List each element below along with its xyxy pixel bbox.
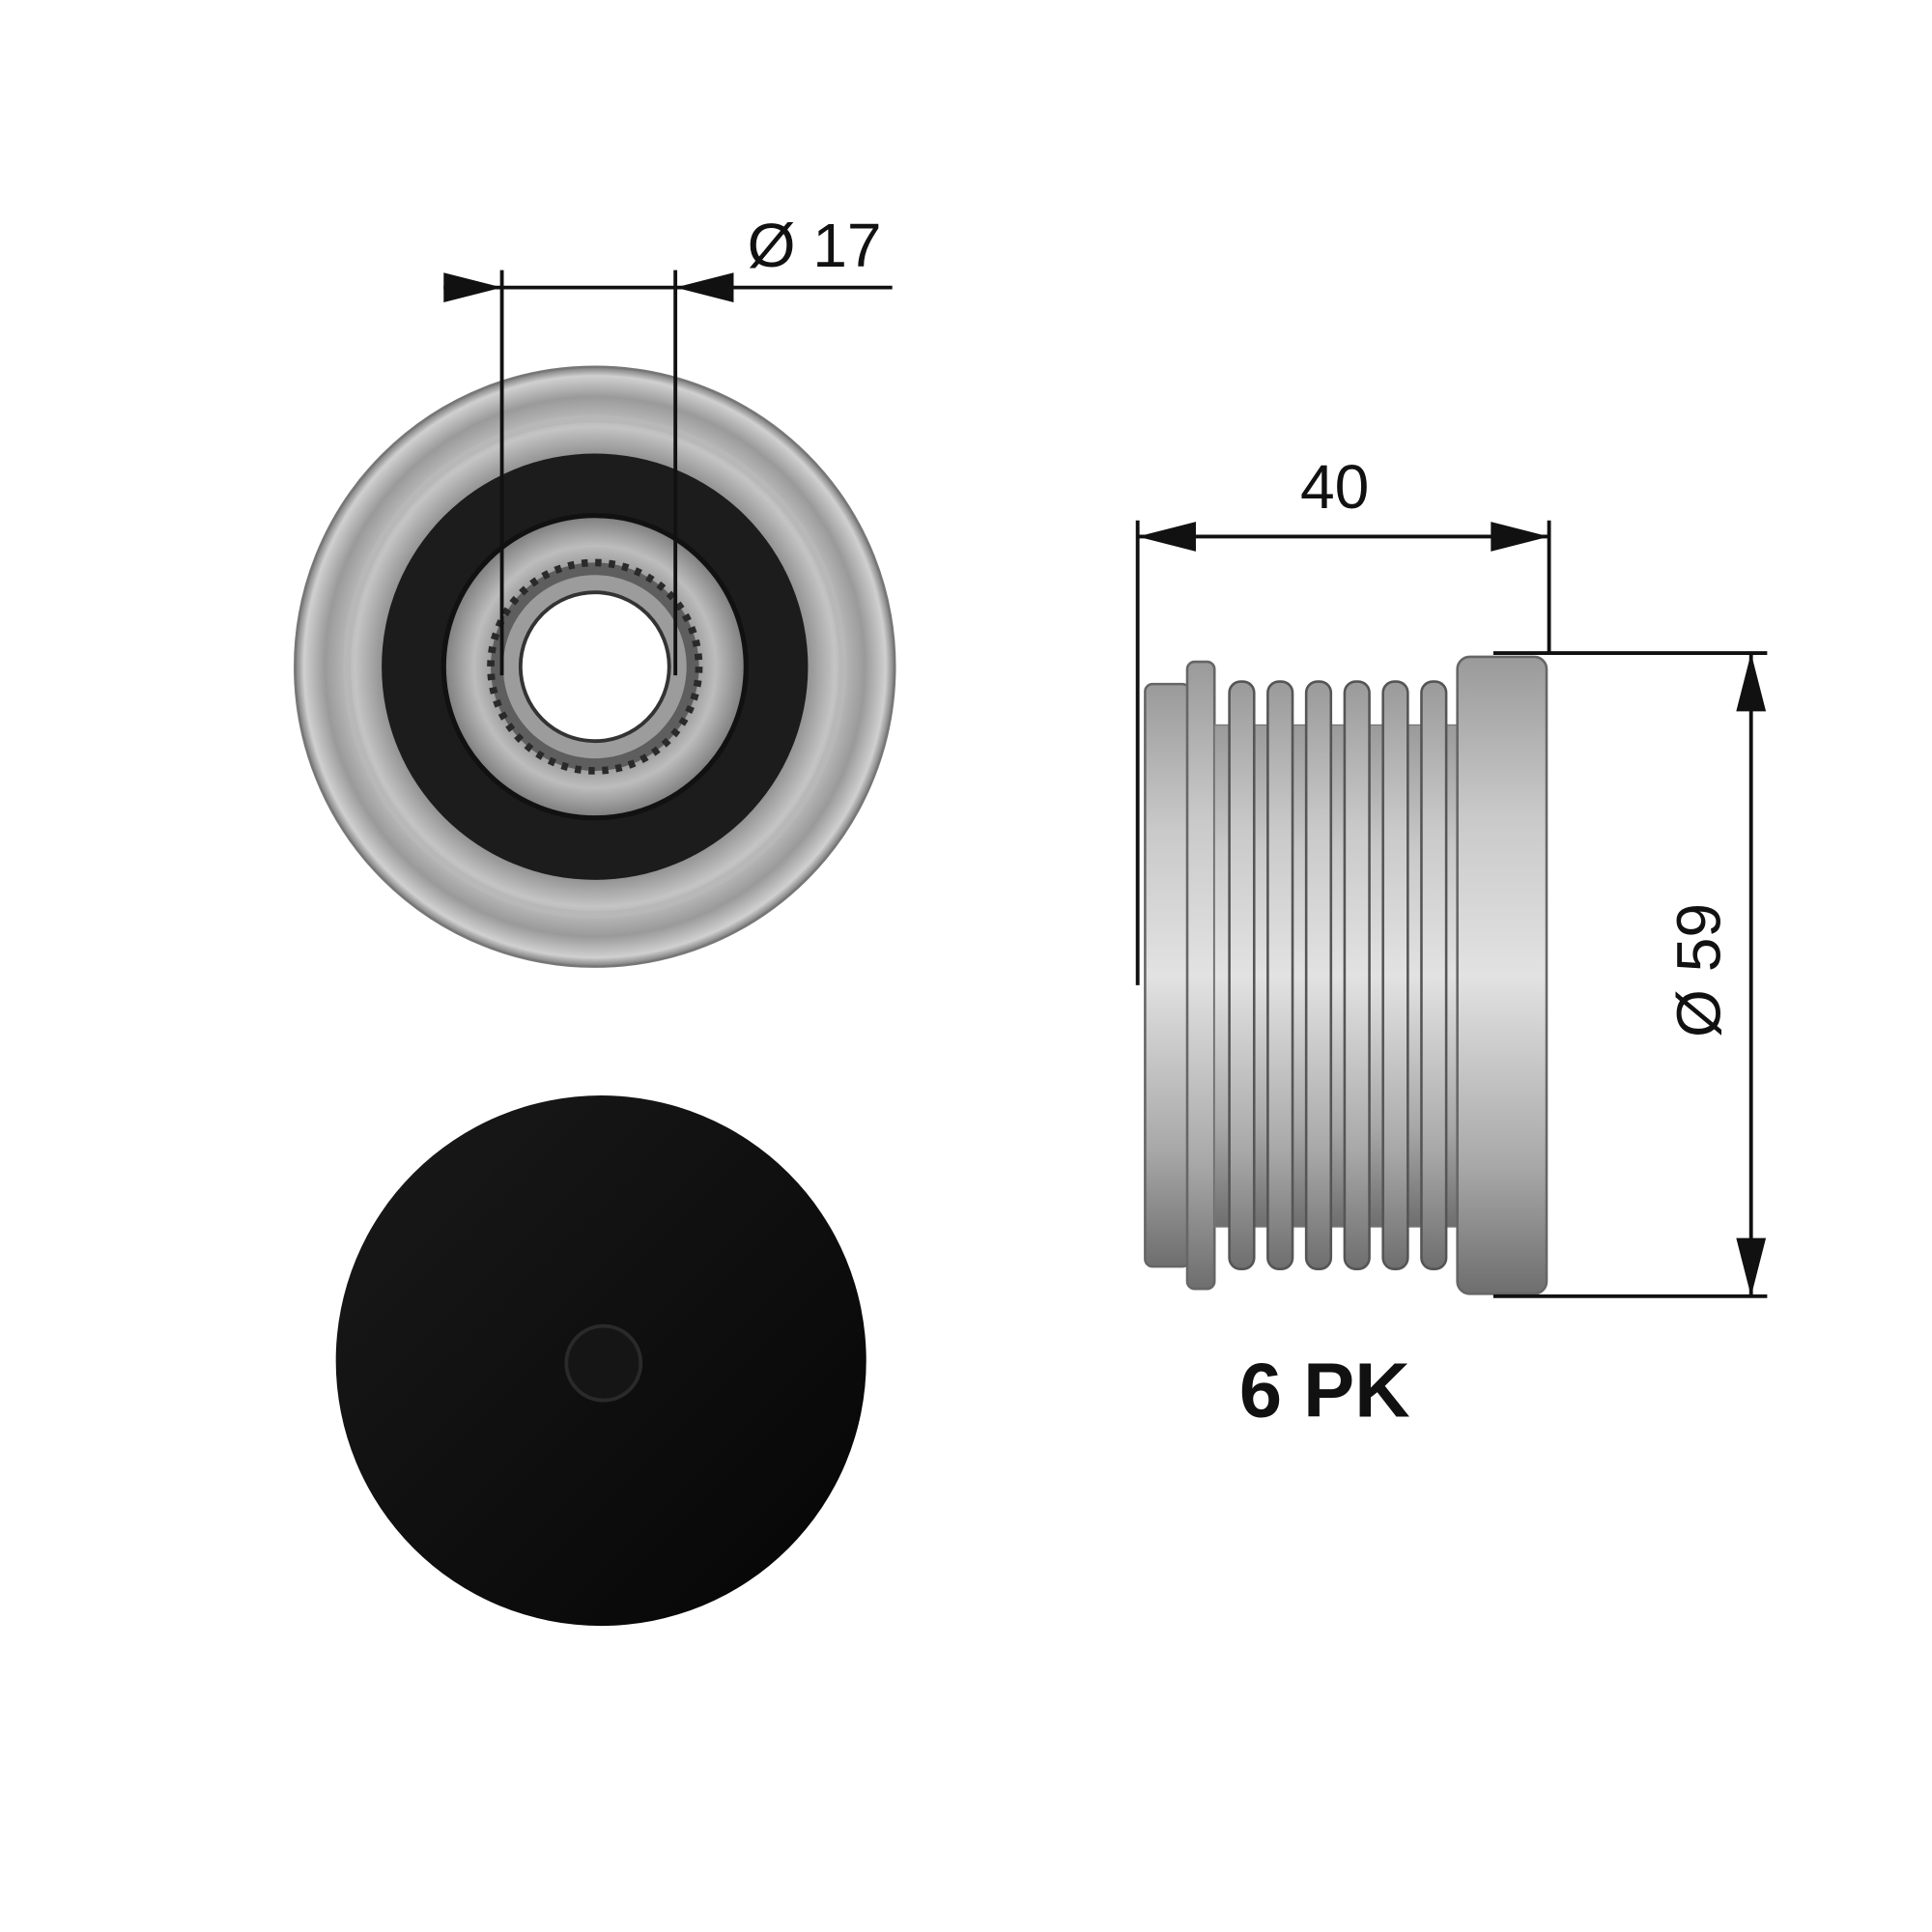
bore-diameter-label: Ø 17 [748, 211, 882, 280]
bore-hole [518, 590, 671, 744]
pulley-rib [1228, 680, 1256, 1270]
pulley-front-view [294, 365, 896, 968]
pulley-rib [1304, 680, 1333, 1270]
arrow-down-icon [1736, 1237, 1767, 1296]
width-label: 40 [1300, 452, 1369, 522]
arrow-left-icon [675, 272, 734, 303]
width-dimension [1135, 520, 1551, 985]
arrow-up-icon [1736, 653, 1767, 712]
left-rim [1185, 660, 1216, 1291]
outer-diameter-label: Ø 59 [1664, 903, 1734, 1037]
arrow-right-icon [443, 272, 502, 303]
left-flange [1144, 682, 1191, 1268]
pulley-rib [1381, 680, 1409, 1270]
pulley-rib [1420, 680, 1448, 1270]
right-flange [1456, 655, 1548, 1295]
pulley-cap [335, 1095, 867, 1627]
arrow-left-icon [1137, 522, 1196, 552]
outer-diameter-dimension [1492, 651, 1768, 1298]
pulley-rib [1266, 680, 1294, 1270]
pulley-side-view [1144, 655, 1548, 1295]
arrow-right-icon [1491, 522, 1549, 552]
pulley-rib [1343, 680, 1371, 1270]
bore-diameter-dimension [443, 270, 893, 676]
rib-profile-label: 6 PK [1239, 1347, 1410, 1433]
